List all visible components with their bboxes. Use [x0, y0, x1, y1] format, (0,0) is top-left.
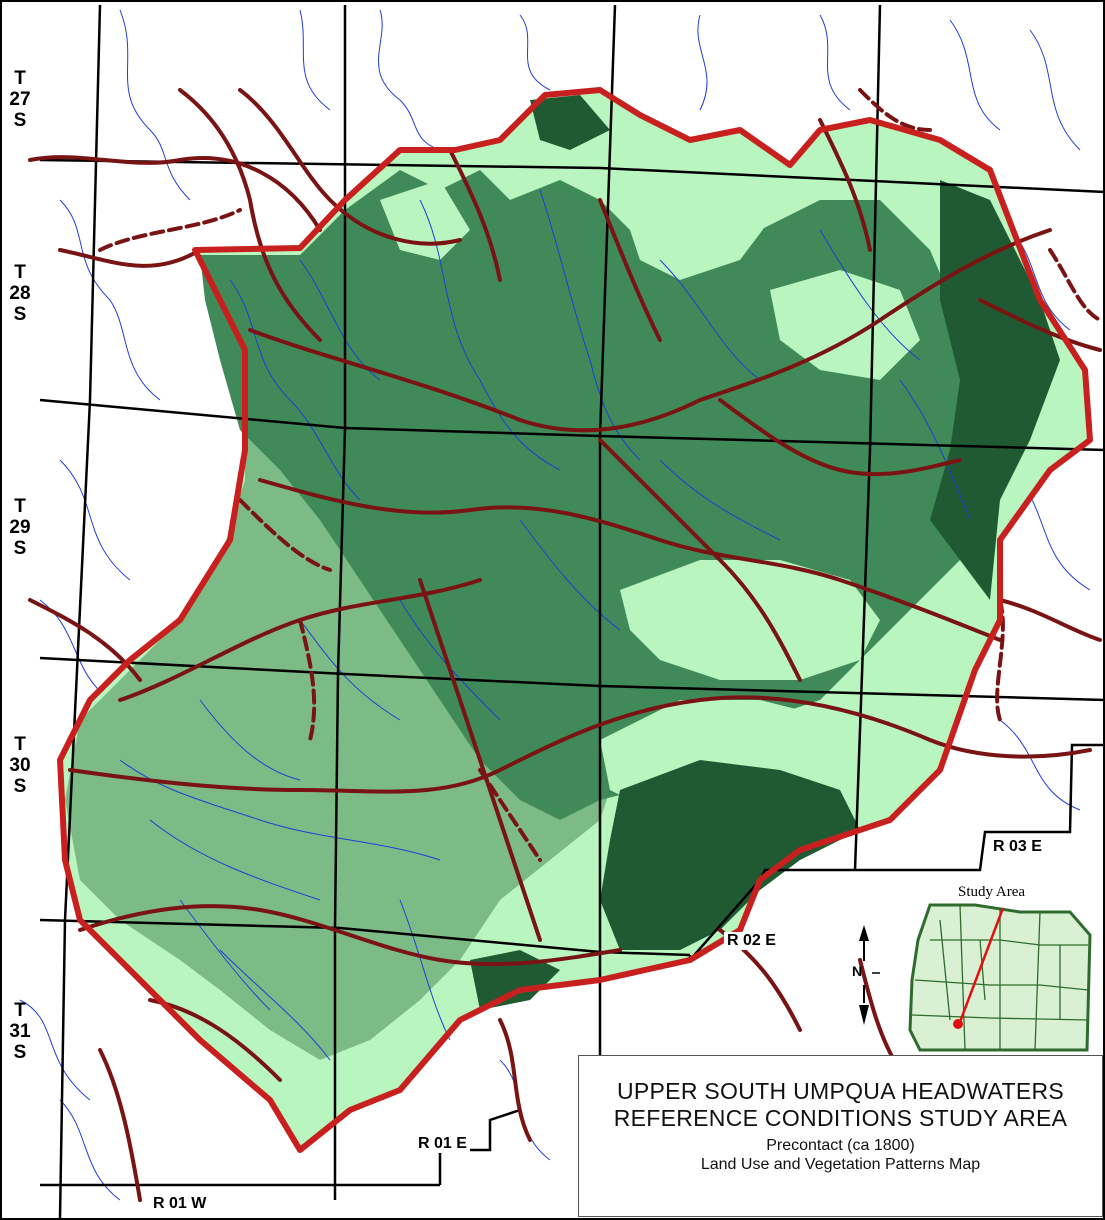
north-light-patch	[620, 170, 770, 280]
township-t: T	[14, 1000, 26, 1021]
township-number: 30	[9, 755, 31, 776]
inset-study-area-label: Study Area	[958, 884, 1026, 900]
map-subtitle-line-2: Land Use and Vegetation Patterns Map	[700, 1156, 981, 1173]
range-label-r03e: R 03 E	[990, 838, 1045, 856]
north-arrow-letter: N	[852, 963, 863, 979]
township-number: 28	[9, 283, 31, 304]
township-label-29: T 29 S	[0, 496, 40, 559]
study-area-boundary	[57, 87, 1093, 1153]
township-label-30: T 30 S	[0, 734, 40, 797]
range-label-r01w: R 01 W	[150, 1195, 210, 1213]
north-arrow-icon	[859, 925, 880, 1025]
range-label-r02e: R 02 E	[724, 932, 779, 950]
township-s: S	[13, 776, 27, 797]
oregon-inset-map	[908, 903, 1092, 1052]
range-label-r01e: R 01 E	[415, 1135, 470, 1153]
map-title-line-1: UPPER SOUTH UMPQUA HEADWATERS	[616, 1078, 1065, 1104]
north-light-patch-2	[770, 270, 920, 380]
township-grid	[39, 4, 1105, 1219]
township-t: T	[14, 496, 26, 517]
township-label-27: T 27 S	[0, 68, 40, 131]
oregon-county-lines	[911, 904, 1089, 1051]
township-s: S	[13, 1042, 27, 1063]
township-s: S	[13, 538, 27, 559]
township-t: T	[14, 68, 26, 89]
township-number: 29	[9, 517, 31, 538]
township-t: T	[14, 262, 26, 283]
dashed-trails	[98, 88, 1102, 862]
township-label-31: T 31 S	[0, 1000, 40, 1063]
trails	[28, 88, 1102, 1202]
map-title-box: UPPER SOUTH UMPQUA HEADWATERS REFERENCE …	[578, 1055, 1103, 1217]
map-title-line-2: REFERENCE CONDITIONS STUDY AREA	[613, 1105, 1068, 1131]
east-light-patch-1	[620, 560, 880, 680]
township-number: 27	[9, 89, 31, 110]
study-area-pointer	[958, 907, 1005, 1023]
study-area-marker	[953, 1019, 963, 1029]
township-t: T	[14, 734, 26, 755]
south-darkest-veg	[600, 760, 860, 950]
north-darkest-veg	[530, 95, 610, 150]
township-s: S	[13, 304, 27, 325]
east-darkest-veg	[930, 180, 1060, 600]
map-subtitle-line-1: Precontact (ca 1800)	[766, 1137, 915, 1154]
township-label-28: T 28 S	[0, 262, 40, 325]
township-s: S	[13, 110, 27, 131]
township-number: 31	[9, 1021, 31, 1042]
